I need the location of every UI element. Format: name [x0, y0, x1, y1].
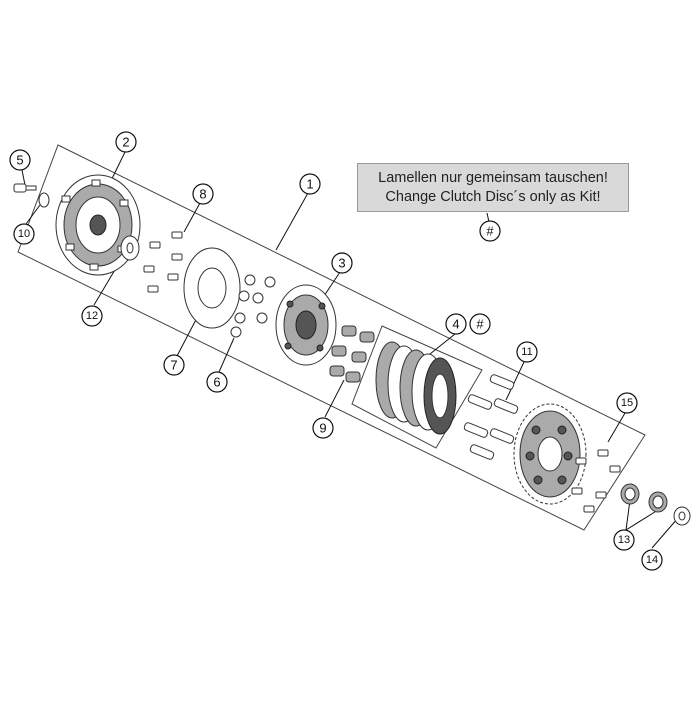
callout-10: 10 [13, 223, 35, 245]
pins-part-11 [463, 374, 519, 460]
callout-4-label: 4 [452, 317, 459, 332]
washer-part-14 [673, 506, 691, 526]
callout-note-hash-label: # [486, 224, 494, 239]
pressure-plate-part-3 [275, 284, 337, 366]
clutch-basket-part-2 [55, 174, 141, 276]
note-line-english: Change Clutch Disc´s only as Kit! [385, 188, 601, 205]
callout-8-label: 8 [199, 187, 206, 202]
callout-12-label: 12 [86, 310, 98, 322]
drive-gear [513, 403, 587, 505]
callout-13: 13 [613, 529, 635, 551]
springs-part-9 [329, 325, 375, 383]
disc-pack-frame [351, 325, 483, 449]
callout-6: 6 [206, 371, 228, 393]
disc-pack-part-4 [375, 341, 457, 435]
callout-11: 11 [516, 341, 538, 363]
callout-3: 3 [331, 252, 353, 274]
callout-8: 8 [192, 183, 214, 205]
callout-15-label: 15 [621, 397, 633, 409]
callout-4-hash-label: # [476, 317, 484, 332]
callout-2: 2 [115, 131, 137, 153]
replacement-note: Lamellen nur gemeinsam tauschen! Change … [357, 163, 629, 212]
callout-14-label: 14 [646, 554, 658, 566]
callout-2-label: 2 [122, 135, 129, 150]
callout-4: 4 [445, 313, 467, 335]
callout-1-label: 1 [306, 177, 313, 192]
callout-note-hash: # [479, 220, 501, 242]
bolts-part-15 [571, 449, 621, 513]
callout-14: 14 [641, 549, 663, 571]
washer-part-10 [38, 192, 50, 208]
callout-1: 1 [299, 173, 321, 195]
callout-9: 9 [312, 417, 334, 439]
note-line-german: Lamellen nur gemeinsam tauschen! [378, 169, 608, 186]
callout-15: 15 [616, 392, 638, 414]
callout-12: 12 [81, 305, 103, 327]
callout-5-label: 5 [16, 153, 23, 168]
bushings-part-13 [620, 483, 668, 513]
callout-13-label: 13 [618, 534, 630, 546]
callout-3-label: 3 [338, 256, 345, 271]
plate-part-7 [183, 247, 241, 329]
pins-part-6 [230, 274, 276, 338]
bolt-part-5 [13, 183, 37, 193]
callout-7-label: 7 [170, 358, 177, 373]
callout-11-label: 11 [521, 346, 532, 358]
callout-10-label: 10 [18, 228, 30, 240]
bolts-part-8 [143, 231, 183, 293]
callout-4-hash: # [469, 313, 491, 335]
callout-7: 7 [163, 354, 185, 376]
callout-9-label: 9 [319, 421, 326, 436]
callout-6-label: 6 [213, 375, 220, 390]
callout-5: 5 [9, 149, 31, 171]
